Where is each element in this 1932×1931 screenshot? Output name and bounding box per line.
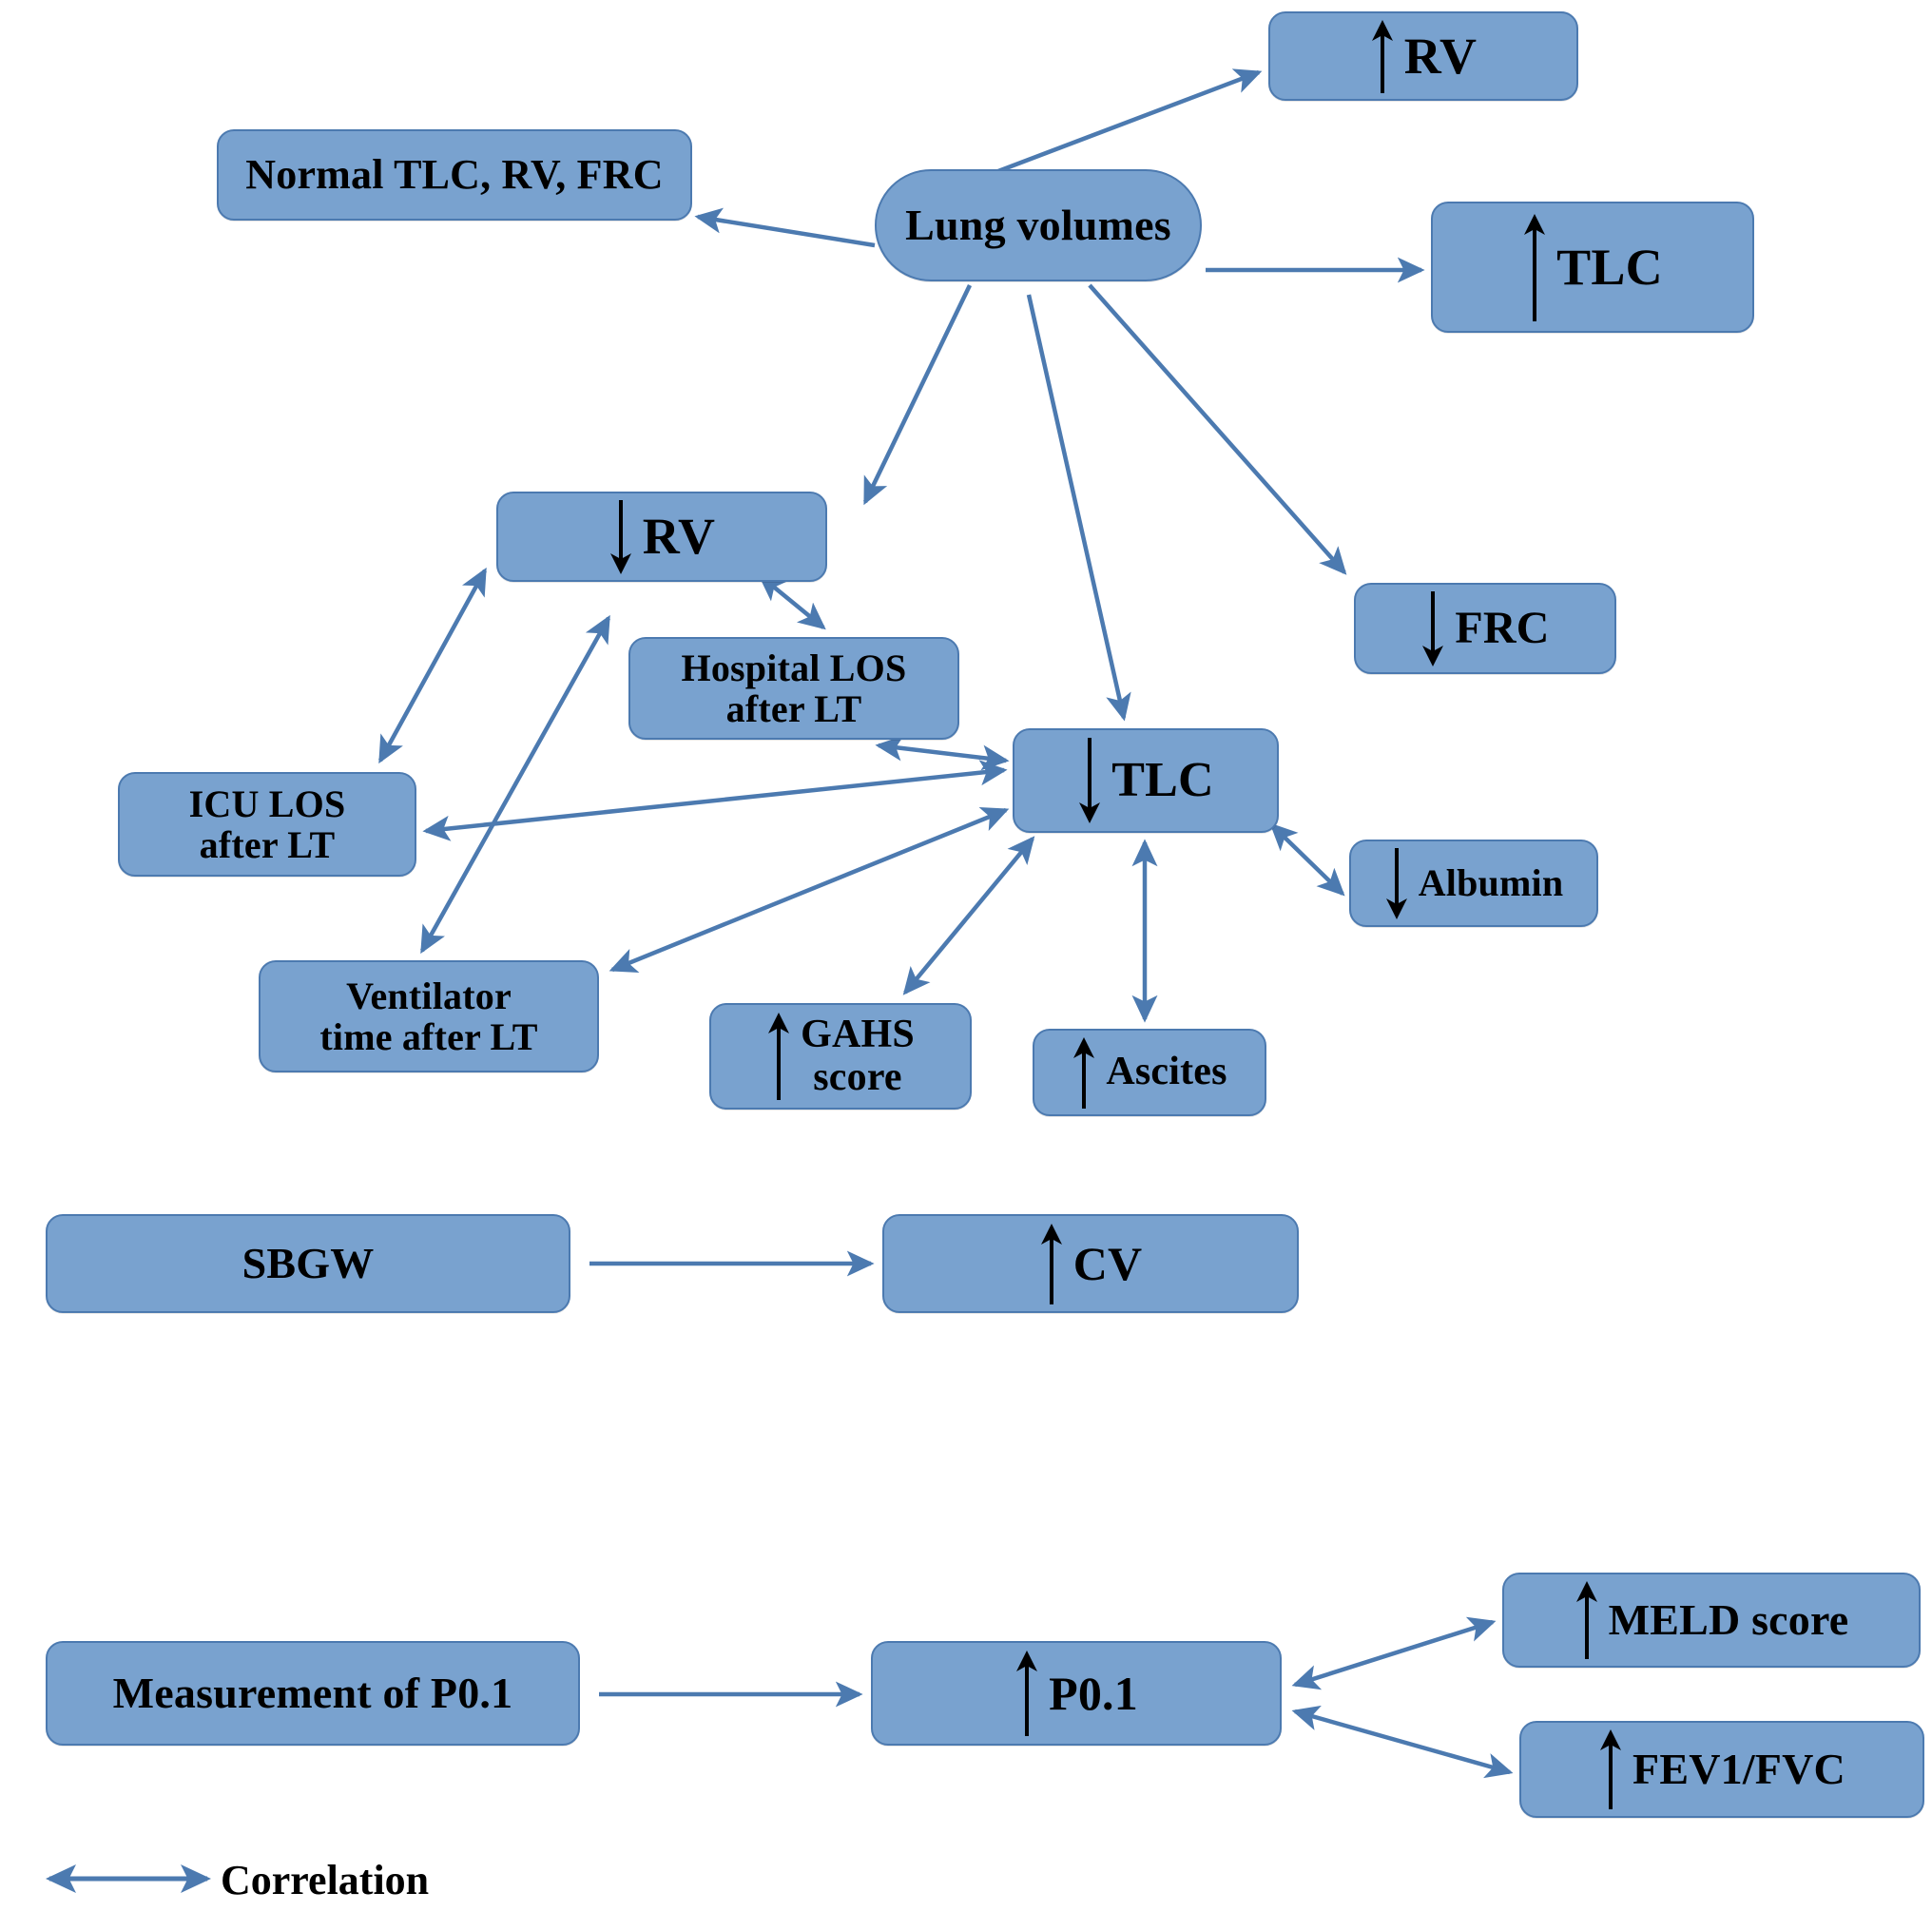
node-content: TLC [1522,203,1663,331]
node-content: TLC [1077,730,1214,831]
edge-tlcdown-icu [422,760,1008,841]
node-cv_up[interactable]: CV [882,1214,1299,1313]
arrow-up-icon [1040,1223,1062,1304]
node-content: Ascites [1072,1031,1227,1114]
node-label: MELD score [1608,1595,1849,1645]
node-content: FEV1/FVC [1598,1723,1845,1816]
edge-lungvol-to-normal [694,207,876,248]
node-label: Lung volumes [905,201,1171,250]
node-label: SBGW [242,1239,375,1288]
edge-p01-meld [1291,1616,1497,1690]
node-content: Lung volumes [905,171,1171,280]
edge-rvdown-hospital [758,573,826,630]
node-label: P0.1 [1049,1667,1138,1720]
node-rv_up[interactable]: RV [1268,11,1578,101]
edge-tlcdown-gahs [902,836,1035,995]
node-tlc_up[interactable]: TLC [1431,202,1754,333]
node-label: RV [642,508,716,566]
arrow-down-icon [1385,847,1407,919]
edge-tlcdown-albumin [1269,822,1345,897]
node-content: Normal TLC, RV, FRC [245,131,663,219]
node-label: CV [1072,1237,1143,1290]
node-normal_tlc_rv_frc[interactable]: Normal TLC, RV, FRC [217,129,692,221]
arrow-up-icon [1371,19,1393,93]
edge-lungvol-to-rv-down [862,284,973,506]
node-label: RV [1403,27,1478,85]
edge-tlcdown-hospital [875,735,1010,771]
node-label: Albumin [1418,861,1564,905]
node-content: CV [1039,1216,1143,1311]
edge-lungvol-to-tlc-down [1026,294,1131,722]
arrow-up-icon [1600,1729,1622,1809]
node-label: FEV1/FVC [1633,1745,1845,1794]
arrow-up-icon [1575,1581,1597,1659]
arrow-down-icon [1079,738,1101,823]
node-label: TLC [1556,238,1663,296]
node-content: RV [609,493,716,580]
arrow-up-icon [768,1013,790,1100]
edge-p01-fev1 [1291,1705,1514,1779]
arrow-down-icon [609,499,631,574]
legend-label: Correlation [221,1857,430,1903]
node-lung_volumes[interactable]: Lung volumes [875,169,1202,281]
edge-lungvol-to-rv-up [997,68,1263,174]
node-label: TLC [1111,752,1214,807]
arrow-down-icon [1422,590,1444,666]
node-frc_down[interactable]: FRC [1354,583,1616,674]
node-albumin_down[interactable]: Albumin [1349,840,1598,927]
edge-tlcdown-ventilator [609,806,1010,974]
node-label: FRC [1455,603,1550,654]
arrow-up-icon [1016,1651,1038,1736]
node-content: RV [1370,13,1478,99]
edge-rvdown-icu [378,567,487,764]
node-content: MELD score [1575,1574,1849,1666]
node-rv_down[interactable]: RV [496,492,827,582]
node-content: FRC [1420,585,1549,672]
node-meld_score_up[interactable]: MELD score [1502,1573,1921,1668]
node-p01_up[interactable]: P0.1 [871,1641,1282,1746]
node-content: P0.1 [1014,1643,1138,1744]
edge-rvdown-ventilator [420,614,610,955]
arrow-up-icon [1524,213,1546,321]
node-ascites_up[interactable]: Ascites [1033,1029,1266,1116]
node-label: Ascites [1106,1050,1227,1094]
node-sbgw[interactable]: SBGW [46,1214,570,1313]
node-content: Measurement of P0.1 [113,1643,513,1744]
edge-lungvol-to-frc-down [1088,283,1347,575]
node-label: Normal TLC, RV, FRC [245,151,664,199]
node-label: Measurement of P0.1 [112,1669,513,1718]
arrow-up-icon [1073,1036,1095,1109]
node-fev1_fvc_up[interactable]: FEV1/FVC [1519,1721,1924,1818]
node-content: SBGW [242,1216,375,1311]
node-content: Albumin [1384,841,1564,925]
node-measurement_p01[interactable]: Measurement of P0.1 [46,1641,580,1746]
node-tlc_down[interactable]: TLC [1013,728,1279,833]
